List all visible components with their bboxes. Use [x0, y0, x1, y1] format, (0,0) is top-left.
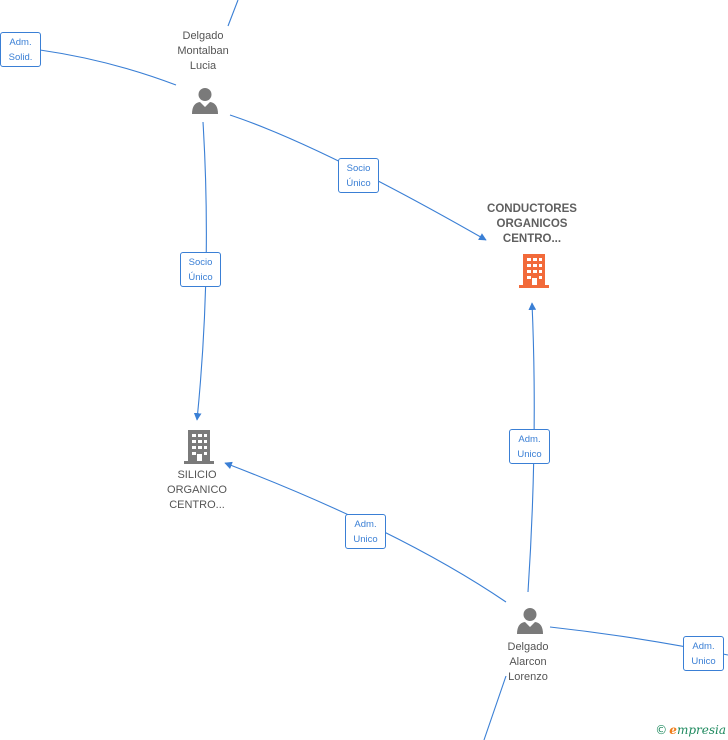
person-label-alarcon: Delgado Alarcon Lorenzo [507, 641, 549, 683]
edge-line-adm-solid [39, 49, 177, 86]
brand-logo: ©empresia [655, 723, 726, 737]
person-label-montalban: Delgado Montalban Lucia [177, 30, 229, 72]
building-icon[interactable] [183, 430, 215, 464]
edge-line-top [227, 0, 239, 27]
edge-label-adm-unico-conductores[interactable]: Adm.Unico [509, 429, 550, 464]
edge-line-bottom [483, 675, 507, 740]
building-icon[interactable] [518, 254, 550, 288]
copyright-symbol: © [655, 723, 668, 737]
company-label-silicio: SILICIO ORGANICO CENTRO... [167, 469, 227, 511]
brand-name: mpresia [676, 723, 726, 737]
brand-initial: e [669, 723, 677, 737]
edge-label-adm-solid[interactable]: Adm.Solid. [0, 32, 41, 67]
person-icon[interactable] [191, 86, 219, 114]
edge-label-adm-unico-right[interactable]: Adm.Unico [683, 636, 724, 671]
edge-label-adm-unico-silicio[interactable]: Adm.Unico [345, 514, 386, 549]
person-icon[interactable] [516, 606, 544, 634]
company-label-conductores: CONDUCTORES ORGANICOS CENTRO... [487, 203, 577, 245]
